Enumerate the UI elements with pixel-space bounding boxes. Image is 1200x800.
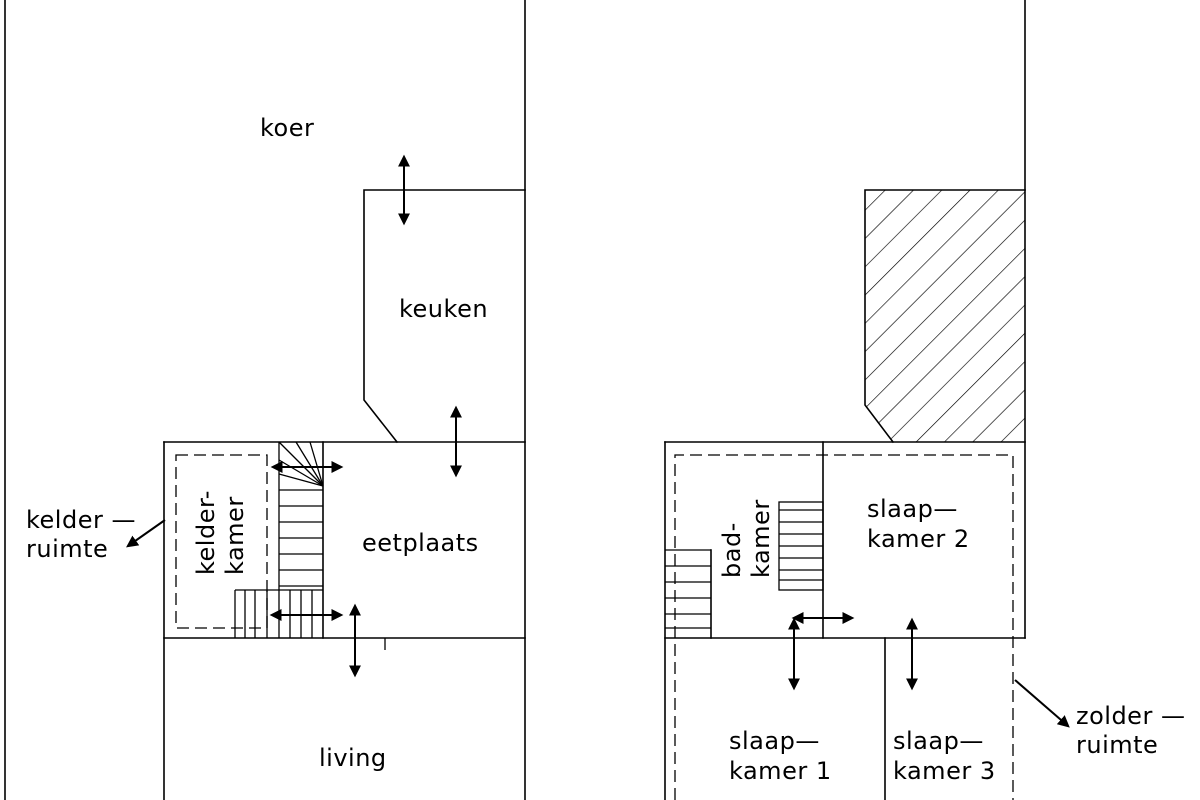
label-slaapkamer1-line1: slaap— xyxy=(729,727,820,755)
roof-hatch xyxy=(865,190,1025,442)
label-slaapkamer2-line1: slaap— xyxy=(867,495,958,523)
label-zolderruimte-line1: zolder — xyxy=(1076,702,1185,730)
label-slaapkamer2-line2: kamer 2 xyxy=(867,525,970,553)
label-slaapkamer3-line1: slaap— xyxy=(893,727,984,755)
ground-floor-plan xyxy=(4,0,526,800)
label-eetplaats: eetplaats xyxy=(362,529,479,557)
label-kelderkamer: kelder- kamer xyxy=(192,490,249,575)
roof-outline xyxy=(864,189,1026,444)
label-kelderkamer-line1: kelder- xyxy=(192,490,220,575)
label-badkamer-line1: bad- xyxy=(718,522,746,578)
label-kelderkamer-line2: kamer xyxy=(221,496,249,575)
keuken-wall xyxy=(363,189,526,444)
upper-stair-left xyxy=(665,549,711,629)
label-living: living xyxy=(319,744,387,772)
label-badkamer-line2: kamer xyxy=(747,499,775,578)
label-kelderruimte-line1: kelder — xyxy=(26,506,136,534)
zolderruimte-pointer-arrow xyxy=(1014,679,1070,728)
upper-stair-middle xyxy=(778,501,824,591)
label-zolderruimte-line2: ruimte xyxy=(1076,731,1158,759)
label-koer: koer xyxy=(260,114,314,142)
label-slaapkamer3-line2: kamer 3 xyxy=(893,757,996,785)
kelderruimte-pointer-arrow xyxy=(126,519,166,548)
kelderkamer-outline xyxy=(175,454,268,629)
upper-floor-plan xyxy=(664,0,1070,800)
label-slaapkamer1-line2: kamer 1 xyxy=(729,757,832,785)
label-badkamer: bad- kamer xyxy=(718,499,775,578)
label-kelderruimte-line2: ruimte xyxy=(26,535,108,563)
label-keuken: keuken xyxy=(399,295,488,323)
